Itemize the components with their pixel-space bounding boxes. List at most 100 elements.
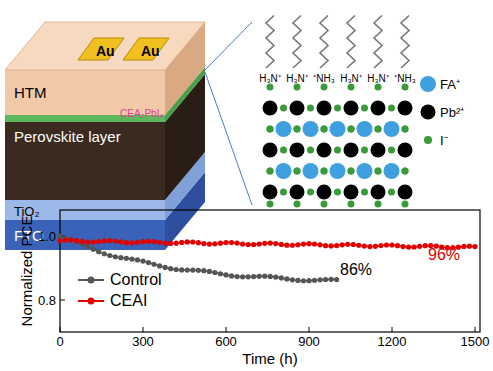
i-ion: [267, 126, 274, 133]
x-tick: [143, 327, 144, 332]
series-marker: [395, 243, 400, 248]
series-marker: [146, 260, 151, 265]
zoom-line: [205, 22, 252, 70]
layer-label: Au: [141, 42, 160, 60]
series-marker: [279, 275, 284, 280]
series-marker: [389, 242, 394, 247]
series-marker: [251, 242, 256, 247]
series-marker: [323, 243, 328, 248]
legend-swatch: [424, 136, 432, 144]
series-marker: [174, 241, 179, 246]
x-tick: [60, 327, 61, 332]
series-line: [60, 236, 337, 281]
series-marker: [295, 242, 300, 247]
series-marker: [157, 240, 162, 245]
series-marker: [301, 241, 306, 246]
legend-swatch: [421, 105, 436, 120]
series-marker: [168, 241, 173, 246]
i-ion: [348, 126, 355, 133]
series-marker: [417, 244, 422, 249]
series-marker: [151, 239, 156, 244]
series-marker: [201, 268, 206, 273]
series-marker: [146, 239, 151, 244]
i-ion: [321, 168, 328, 175]
series-marker: [207, 269, 212, 274]
layer-name: HTM: [14, 84, 47, 101]
i-ion: [388, 105, 395, 112]
pb-ion: [344, 101, 359, 116]
series-marker: [284, 276, 289, 281]
series-marker: [329, 243, 334, 248]
i-ion: [348, 201, 355, 208]
series-marker: [384, 242, 389, 247]
i-ion: [267, 84, 274, 91]
pb-ion: [344, 143, 359, 158]
au-pad: [78, 38, 124, 60]
series-marker: [85, 240, 90, 245]
i-ion: [402, 168, 409, 175]
series-marker: [135, 257, 140, 262]
plot-frame: [60, 210, 480, 332]
series-marker: [113, 254, 118, 259]
series-marker: [223, 272, 228, 277]
legend-marker: [88, 277, 95, 284]
series-marker: [251, 274, 256, 279]
fa-ion: [330, 163, 346, 179]
series-marker: [201, 241, 206, 246]
series-marker: [373, 244, 378, 249]
series-marker: [163, 265, 168, 270]
series-marker: [223, 240, 228, 245]
pb-ion: [263, 101, 278, 116]
i-ion: [267, 168, 274, 175]
pb-ion: [317, 185, 332, 200]
series-marker: [461, 244, 466, 249]
fa-ion: [357, 163, 373, 179]
series-marker: [129, 240, 134, 245]
series-marker: [301, 278, 306, 283]
layer-label: Perovskite layer: [14, 128, 121, 146]
tick-label: 1200: [378, 334, 407, 349]
series-marker: [118, 255, 123, 260]
series-marker: [163, 241, 168, 246]
i-ion: [321, 126, 328, 133]
i-ion: [334, 105, 341, 112]
i-ion: [361, 189, 368, 196]
series-marker: [57, 233, 62, 238]
i-ion: [267, 201, 274, 208]
series-marker: [400, 244, 405, 249]
series-marker: [378, 243, 383, 248]
alkyl-chain: [266, 16, 274, 69]
series-marker: [362, 244, 367, 249]
series-marker: [85, 244, 90, 249]
pb-ion: [263, 143, 278, 158]
alkyl-chain: [293, 16, 301, 69]
series-marker: [268, 240, 273, 245]
i-ion: [321, 84, 328, 91]
amine-group: H₃N⁺: [367, 71, 389, 85]
fa-ion: [357, 121, 373, 137]
series-marker: [240, 241, 245, 246]
series-marker: [151, 262, 156, 267]
series-marker: [68, 237, 73, 242]
fa-ion: [384, 163, 400, 179]
alkyl-chain: [374, 16, 382, 69]
series-marker: [124, 240, 129, 245]
pb-ion: [290, 185, 305, 200]
series-marker: [329, 277, 334, 282]
x-tick: [392, 327, 393, 332]
series-marker: [351, 242, 356, 247]
i-ion: [280, 105, 287, 112]
series-marker: [290, 277, 295, 282]
tick-label: 0.8: [38, 293, 56, 308]
series-marker: [174, 267, 179, 272]
legend-text: Pb²⁺: [440, 103, 464, 121]
series-marker: [102, 251, 107, 256]
series-marker: [107, 238, 112, 243]
perovskite-layer: [5, 122, 165, 200]
series-marker: [91, 240, 96, 245]
tick-label: 900: [298, 334, 320, 349]
series-marker: [273, 274, 278, 279]
tick-label: 0: [56, 334, 63, 349]
